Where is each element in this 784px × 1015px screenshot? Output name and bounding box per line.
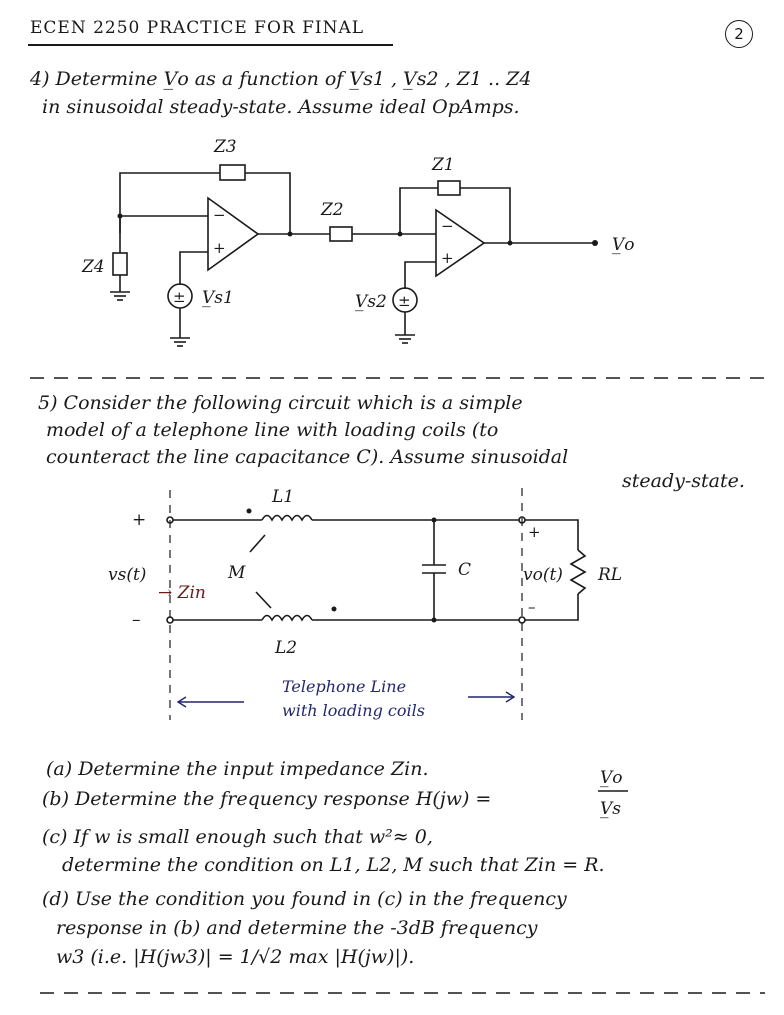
vs2-polarity: ±	[398, 292, 411, 310]
z3-label: Z3	[213, 137, 237, 157]
l2-coil	[261, 614, 313, 622]
problem4-line1: 4) Determine V̲o as a function of V̲s1 ,…	[30, 68, 532, 90]
rl-label: RL	[597, 565, 622, 585]
problem4-line2: in sinusoidal steady-state. Assume ideal…	[42, 96, 520, 118]
loading-coils-label: with loading coils	[282, 701, 425, 720]
page-header-title: ECEN 2250 PRACTICE FOR FINAL	[30, 18, 365, 38]
vo-minus: –	[528, 598, 536, 616]
z3-resistor	[219, 164, 246, 181]
c-label: C	[458, 560, 471, 580]
fraction-denominator: V̲s	[599, 799, 621, 819]
part-d-line2: response in (b) and determine the -3dB f…	[56, 917, 538, 939]
header-underline	[28, 44, 393, 46]
z1-left-wire	[399, 187, 438, 234]
z1-label: Z1	[431, 155, 455, 175]
rl-top-wire	[525, 519, 579, 550]
part-c-line1: (c) If w is small enough such that w²≈ 0…	[42, 826, 433, 848]
z3-right-wire	[245, 172, 291, 234]
part-d-line3: w3 (i.e. |H(jw3)| = 1/√2 max |H(jw)|).	[56, 946, 415, 968]
m-label: M	[227, 563, 246, 583]
vo-terminal	[592, 240, 598, 246]
tel-arrow-right-head	[505, 691, 516, 703]
mutual-coupling-line	[255, 591, 272, 609]
l2-dot	[331, 606, 337, 612]
vo-t-label: vo(t)	[523, 565, 563, 585]
part-d-line1: (d) Use the condition you found in (c) i…	[42, 888, 567, 910]
l2-label: L2	[274, 638, 297, 658]
opamp1-minus: −	[213, 206, 226, 224]
vs1-label: V̲s1	[201, 288, 233, 308]
rl-bottom-wire	[525, 594, 579, 621]
opamp2-triangle	[435, 208, 486, 278]
z4-label: Z4	[81, 257, 105, 277]
rl-resistor	[569, 549, 587, 595]
vs1-polarity: ±	[173, 288, 186, 306]
l1-dot	[246, 508, 252, 514]
part-b-text: (b) Determine the frequency response H(j…	[42, 788, 492, 810]
part-c-line2: determine the condition on L1, L2, M suc…	[62, 854, 605, 876]
vs1-wire	[179, 251, 208, 285]
vs2-label: V̲s2	[354, 292, 386, 312]
vs-label: vs(t)	[108, 565, 146, 585]
z2-resistor	[329, 226, 353, 242]
vs-plus: +	[132, 510, 146, 530]
z1-resistor	[437, 180, 461, 196]
vs-minus: –	[132, 610, 141, 630]
z2-label: Z2	[320, 200, 344, 220]
page-number-badge: 2	[725, 20, 753, 48]
tel-arrow-left-head	[176, 696, 187, 708]
opamp2-minus: −	[441, 217, 454, 235]
problem5-line2: model of a telephone line with loading c…	[46, 419, 499, 441]
l1-coil	[261, 514, 313, 522]
opamp2-plus: +	[441, 249, 454, 267]
telephone-line-label: Telephone Line	[282, 677, 406, 696]
vs2-wire	[404, 261, 436, 289]
part-a-text: (a) Determine the input impedance Zin.	[46, 758, 429, 780]
opamp1-triangle	[207, 196, 260, 272]
node-dot	[507, 240, 513, 246]
fraction-numerator: V̲o	[599, 768, 622, 788]
problem5-line1: 5) Consider the following circuit which …	[38, 392, 523, 414]
opamp-circuit-diagram: Z3 − + Z4 ± V̲s1 Z2 Z1	[81, 137, 635, 347]
mutual-coupling-line	[249, 534, 266, 553]
vo-label: V̲o	[611, 235, 634, 255]
zin-label: → Zin	[158, 583, 206, 603]
problem5-line3: counteract the line capacitance C). Assu…	[46, 446, 569, 468]
z4-resistor	[112, 252, 128, 276]
z1-right-wire	[460, 187, 511, 243]
frequency-response-fraction: V̲o V̲s	[598, 768, 628, 819]
problem5-line4: steady-state.	[622, 470, 745, 492]
output-terminal-bottom	[518, 616, 526, 624]
vo-plus: +	[528, 523, 541, 541]
opamp1-plus: +	[213, 239, 226, 257]
telephone-line-circuit-diagram: L1 L2 M C RL + – vs(t) → Zin + –	[108, 487, 622, 720]
z3-left-wire	[119, 172, 220, 233]
l1-label: L1	[271, 487, 294, 507]
